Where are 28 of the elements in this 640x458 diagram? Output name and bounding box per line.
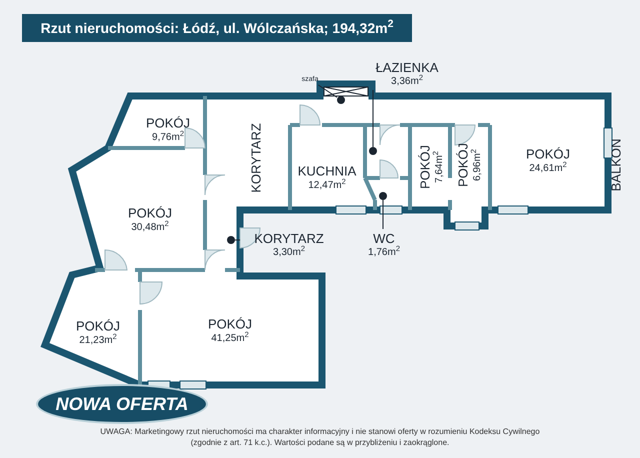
offer-badge: NOWA OFERTA: [36, 384, 208, 424]
room-name: POKÓJ: [146, 116, 190, 130]
room-name: POKÓJ: [418, 144, 432, 190]
room-name: KORYTARZ: [250, 123, 262, 193]
room-name: ŁAZIENKA: [376, 61, 438, 74]
room-area: 9,76m$^{2}$: [152, 133, 184, 143]
room-area: 21,23m$^{2}$: [79, 336, 117, 346]
room-name: BALKON: [610, 138, 622, 192]
room-name: WC: [373, 232, 395, 245]
room-name: KORYTARZ: [254, 232, 324, 245]
room-area: 3,36m$^{2}$: [391, 77, 423, 87]
room-area: 1,76m$^{2}$: [368, 248, 400, 258]
room-name: KUCHNIA: [298, 164, 356, 178]
room-name: POKÓJ: [208, 318, 252, 330]
disclaimer-note: UWAGA: Marketingowy rzut nieruchomości ma charakter informacyjny i nie stanowi oferty w rozumieniu Kodeksu Cywilnego (zgodnie z art. 71 k.c.). Wartości podane są w przybliżeniu i zaokrąglone.: [100, 426, 540, 448]
room-name: POKÓJ: [128, 206, 172, 220]
room-name: POKÓJ: [456, 142, 470, 188]
room-area: 12,47m$^{2}$: [308, 181, 346, 191]
room-area: 3,30m$^{2}$: [273, 248, 305, 258]
room-area: 30,48m$^{2}$: [131, 223, 169, 233]
room-area: 41,25m$^{2}$: [211, 334, 249, 344]
room-name: POKÓJ: [526, 148, 570, 160]
room-area: 24,61m$^{2}$: [529, 164, 567, 174]
room-name: POKÓJ: [76, 320, 120, 332]
title-banner: Rzut nieruchomości: Łódź, ul. Wólczańska; 194,32m$^{2}$: [22, 14, 412, 42]
leader-line: [372, 90, 374, 148]
leader-line: [318, 84, 338, 98]
leader-line: [382, 200, 384, 230]
